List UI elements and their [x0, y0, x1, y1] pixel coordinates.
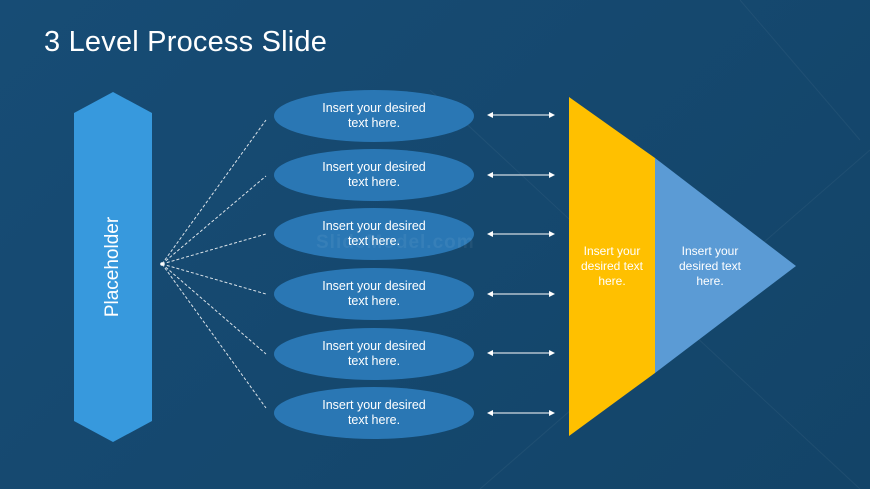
ellipse-text-1: Insert your desired text here.	[322, 101, 426, 130]
double-arrow-1	[487, 112, 555, 118]
ellipse-text-6: Insert your desired text here.	[322, 398, 426, 427]
funnel-yellow-segment	[569, 97, 655, 436]
connector-line-5	[161, 263, 267, 355]
ellipse-text-5: Insert your desired text here.	[322, 339, 426, 368]
connector-line-3	[161, 233, 267, 265]
watermark-text: SlideModel.com	[316, 232, 475, 253]
slide-title: 3 Level Process Slide	[44, 26, 328, 58]
placeholder-hexagon	[74, 92, 152, 442]
double-arrow-4	[487, 291, 555, 297]
text-ellipse-4: Insert your desired text here.	[274, 268, 474, 320]
ellipse-text-3: Insert your desired text here.	[322, 219, 426, 248]
text-ellipse-5: Insert your desired text here.	[274, 328, 474, 380]
ellipse-text-2: Insert your desired text here.	[322, 160, 426, 189]
text-ellipse-6: Insert your desired text here.	[274, 387, 474, 439]
funnel-blue-segment	[655, 158, 796, 373]
connector-origin-dot	[160, 262, 164, 266]
funnel-blue-text: Insert your desired text here.	[678, 244, 742, 288]
text-ellipse-3: Insert your desired text here.	[274, 208, 474, 260]
double-arrow-5	[487, 350, 555, 356]
double-arrow-6	[487, 410, 555, 416]
connector-line-4	[161, 263, 267, 295]
double-arrow-2	[487, 172, 555, 178]
connector-line-2	[161, 175, 267, 265]
text-ellipse-2: Insert your desired text here.	[274, 149, 474, 201]
funnel-yellow-text: Insert your desired text here.	[580, 244, 644, 288]
text-ellipse-1: Insert your desired text here.	[274, 90, 474, 142]
ellipse-text-4: Insert your desired text here.	[322, 279, 426, 308]
double-arrow-3	[487, 231, 555, 237]
